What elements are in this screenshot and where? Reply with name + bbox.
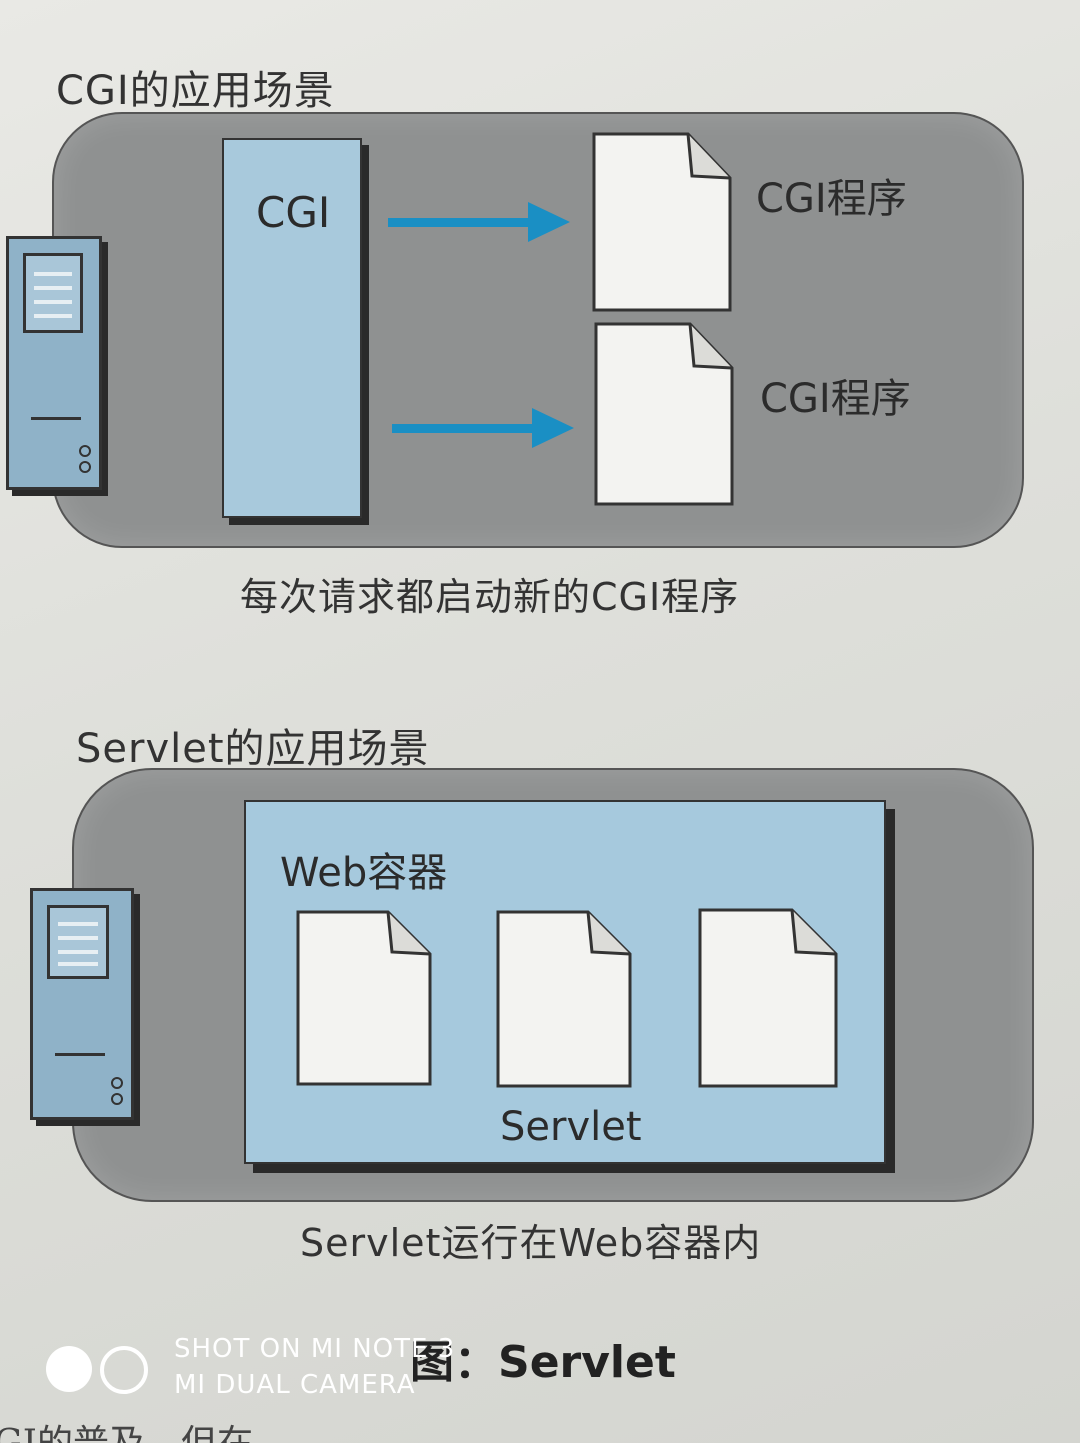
camera-dot-filled-icon [46, 1346, 92, 1392]
cgi-server-icon [6, 236, 102, 490]
servlet-document-icon [698, 908, 838, 1088]
servlet-document-icon [496, 910, 632, 1088]
servlet-document-icon [296, 910, 432, 1086]
camera-dot-outline-icon [100, 1346, 148, 1394]
cgi-scenario-panel [52, 112, 1024, 548]
figure-title: 图：Servlet [410, 1337, 676, 1388]
servlet-section-title: Servlet的应用场景 [76, 726, 430, 772]
servlet-label: Servlet [500, 1104, 642, 1150]
cgi-box-label: CGI [256, 188, 331, 237]
watermark-line-1: SHOT ON MI NOTE 3 [174, 1334, 456, 1364]
cgi-program-document-icon [594, 322, 734, 506]
arrow-icon [392, 408, 574, 448]
page-bottom-text: GI的普及，但在 [0, 1414, 324, 1443]
watermark-line-2: MI DUAL CAMERA [174, 1370, 416, 1400]
cgi-caption: 每次请求都启动新的CGI程序 [240, 575, 740, 619]
cgi-program-label: CGI程序 [756, 176, 907, 222]
cgi-program-document-icon [592, 132, 732, 312]
arrow-icon [388, 202, 570, 242]
cgi-box: CGI [222, 138, 362, 518]
server-screen [47, 905, 109, 979]
web-container-label: Web容器 [280, 850, 448, 896]
servlet-server-icon [30, 888, 134, 1120]
server-screen [23, 253, 83, 333]
cgi-program-label: CGI程序 [760, 376, 911, 422]
cgi-section-title: CGI的应用场景 [56, 68, 335, 114]
servlet-caption: Servlet运行在Web容器内 [300, 1221, 762, 1265]
